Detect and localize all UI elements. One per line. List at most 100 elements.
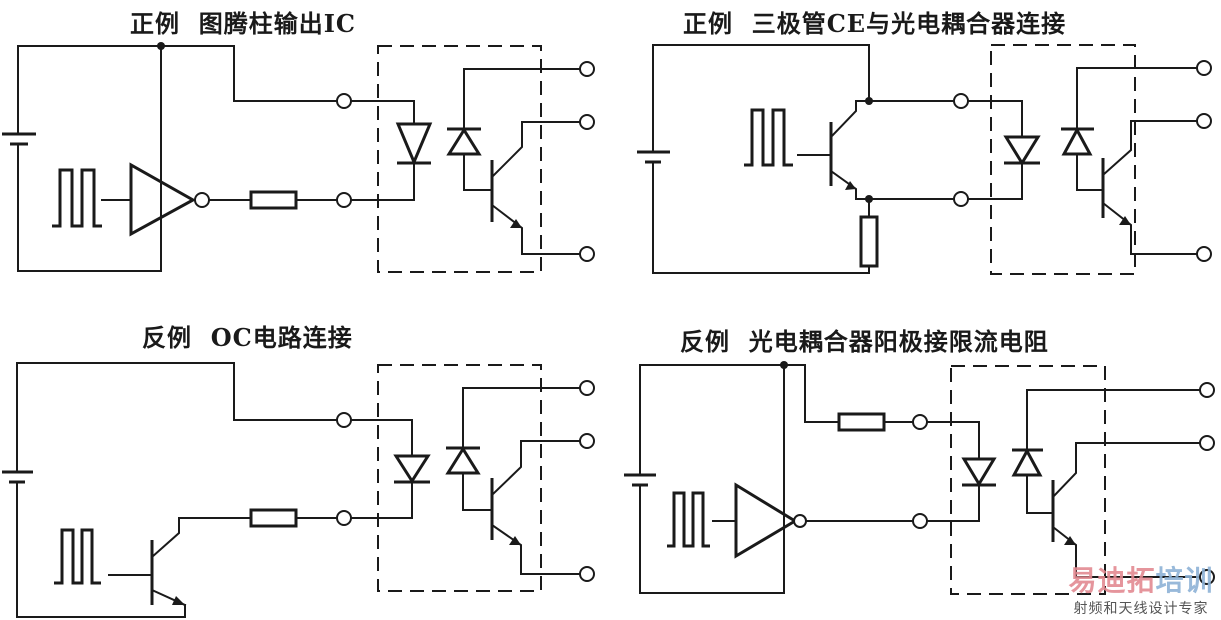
- output-terminal-2[interactable]: [1200, 436, 1214, 450]
- wire-to-anode-terminal: [161, 46, 340, 101]
- panel-bottom-left: [2, 363, 594, 617]
- wire-top-rail: [653, 45, 869, 101]
- resistor-icon: [839, 414, 884, 430]
- wire-pd-top: [1077, 68, 1200, 129]
- input-terminal-anode[interactable]: [337, 94, 351, 108]
- wire-pd-top: [1027, 390, 1200, 450]
- panel-top-left: [2, 42, 594, 272]
- wire-emitter: [831, 171, 907, 199]
- wire-pd-base: [464, 154, 492, 190]
- wire-collector: [492, 441, 580, 495]
- wire-led-cathode: [927, 485, 979, 521]
- panel-bottom-right: [624, 361, 1214, 594]
- wire-emitter: [1103, 203, 1200, 254]
- input-terminal-cathode[interactable]: [337, 193, 351, 207]
- wire-led-anode: [351, 420, 412, 456]
- inverter-bubble: [794, 515, 806, 527]
- wire-emitter: [492, 205, 580, 254]
- title-bottom-right: 反例 光电耦合器阳极接限流电阻: [680, 327, 1049, 356]
- input-terminal-cathode[interactable]: [913, 514, 927, 528]
- panel-top-right: [637, 0, 1211, 274]
- output-terminal-1[interactable]: [580, 381, 594, 395]
- input-terminal-anode[interactable]: [337, 413, 351, 427]
- led-icon: [1006, 137, 1038, 163]
- resistor-icon: [251, 192, 296, 208]
- wire-emitter: [492, 525, 580, 574]
- output-terminal-2[interactable]: [580, 434, 594, 448]
- battery-icon: [624, 365, 656, 593]
- led-icon: [396, 456, 428, 481]
- wire-pd-top: [464, 69, 581, 129]
- input-terminal-cathode[interactable]: [337, 511, 351, 525]
- output-terminal-3[interactable]: [1200, 570, 1214, 584]
- wire-ic-supply: [18, 46, 161, 271]
- emitter-arrow-icon: [172, 596, 185, 605]
- resistor-icon: [861, 217, 877, 266]
- wire-pd-top: [463, 388, 580, 448]
- optocoupler-outline: [991, 45, 1135, 274]
- wire-emitter: [1053, 527, 1200, 577]
- resistor-icon: [251, 510, 296, 526]
- output-terminal-1[interactable]: [1197, 61, 1211, 75]
- emitter-arrow-icon: [1064, 536, 1076, 545]
- input-terminal-anode[interactable]: [954, 94, 968, 108]
- input-terminal-anode[interactable]: [913, 415, 927, 429]
- led-icon: [398, 124, 430, 162]
- wire-to-resistor: [784, 365, 839, 422]
- emitter-arrow-icon: [845, 181, 856, 190]
- emitter-arrow-icon: [1119, 216, 1131, 225]
- wire-pd-base: [1077, 154, 1103, 190]
- junction-dot: [865, 97, 873, 105]
- photodiode-icon: [1014, 451, 1040, 475]
- battery-icon: [637, 45, 670, 273]
- wire-collector: [831, 101, 907, 137]
- wire-led-cathode: [351, 482, 412, 518]
- inverter-icon: [131, 165, 193, 234]
- title-top-right: 正例 三极管CE与光电耦合器连接: [683, 9, 1067, 38]
- watermark-brand-blue: 培训: [1155, 564, 1214, 597]
- wire-collector: [492, 122, 580, 177]
- optocoupler-outline: [951, 366, 1105, 594]
- output-terminal-1[interactable]: [580, 62, 594, 76]
- pulse-source-icon: [54, 530, 101, 583]
- photodiode-icon: [1064, 130, 1090, 154]
- emitter-arrow-icon: [510, 219, 522, 228]
- watermark-brand: 易迪拓培训: [1062, 566, 1220, 596]
- watermark-brand-red: 易迪拓: [1068, 564, 1156, 597]
- pulse-source-icon: [667, 493, 710, 546]
- output-terminal-2[interactable]: [1197, 114, 1211, 128]
- photodiode-icon: [448, 449, 478, 473]
- optocoupler-outline: [378, 365, 541, 591]
- wire-bottom-rail: [653, 266, 869, 273]
- wire-pd-base: [463, 473, 492, 510]
- watermark: 易迪拓培训 射频和天线设计专家: [1062, 566, 1220, 618]
- title-top-left: 正例 图腾柱输出IC: [130, 9, 357, 38]
- wire-led-anode: [927, 422, 979, 459]
- wire-ic-supply: [640, 365, 784, 593]
- pulse-source-icon: [744, 110, 793, 165]
- wire-bottom-rail: [17, 605, 185, 617]
- emitter-arrow-icon: [509, 536, 521, 545]
- output-terminal-3[interactable]: [580, 567, 594, 581]
- wire-pd-base: [1027, 475, 1053, 513]
- battery-icon: [2, 363, 33, 617]
- inverter-bubble: [195, 193, 209, 207]
- wire-top-rail: [17, 363, 337, 420]
- wire-collector: [152, 518, 251, 557]
- inverter-icon: [736, 485, 795, 556]
- wire-led-anode: [351, 101, 414, 124]
- battery-icon: [2, 46, 36, 271]
- output-terminal-2[interactable]: [580, 115, 594, 129]
- output-terminal-3[interactable]: [1197, 247, 1211, 261]
- pulse-source-icon: [52, 170, 102, 226]
- wire-led-cathode: [351, 163, 414, 200]
- input-terminal-cathode[interactable]: [954, 192, 968, 206]
- optocoupler-outline: [378, 46, 541, 272]
- output-terminal-1[interactable]: [1200, 383, 1214, 397]
- watermark-tagline: 射频和天线设计专家: [1073, 601, 1209, 617]
- output-terminal-3[interactable]: [580, 247, 594, 261]
- photodiode-icon: [449, 130, 479, 154]
- wire-led-cathode: [968, 163, 1022, 199]
- wire-led-anode: [968, 101, 1022, 137]
